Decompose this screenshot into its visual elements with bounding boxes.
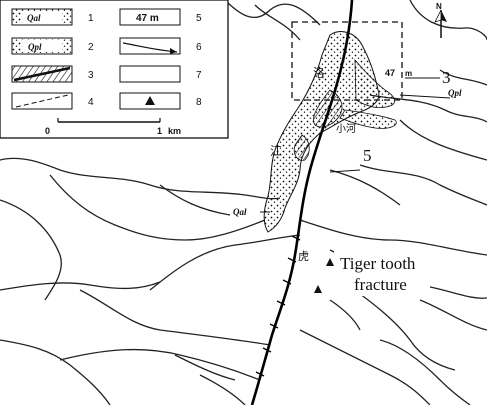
- legend-item-7: 7: [119, 65, 202, 83]
- tiger-tooth-label-line2: fracture: [354, 275, 407, 294]
- label-elev-m: m: [405, 69, 412, 78]
- legend-item-1: Qal 1: [11, 8, 94, 26]
- scale-unit: km: [168, 126, 181, 136]
- study-area-dashed-box: [291, 21, 403, 101]
- legend-symbol-qal: Qal: [27, 13, 41, 23]
- qal-deposit-belt: [263, 31, 397, 233]
- label-elev-47: 47: [385, 68, 395, 78]
- annotation-bg: [334, 250, 430, 296]
- leader-lines: [260, 77, 451, 213]
- legend-symbol-elev: 47 m: [136, 13, 159, 24]
- legend-num-1: 1: [88, 13, 94, 24]
- label-qal: Qal: [233, 207, 247, 217]
- legend-symbol-qpl: Qpl: [28, 42, 42, 52]
- label-hu: 虎: [298, 250, 309, 263]
- legend-item-6: 6: [119, 37, 202, 55]
- fault-ticks: [255, 235, 301, 377]
- legend-num-7: 7: [196, 70, 202, 81]
- label-qpl: Qpl: [448, 88, 462, 98]
- label-5: 5: [363, 146, 372, 165]
- legend-item-4: 4: [11, 92, 94, 110]
- north-arrow: N: [434, 2, 447, 38]
- label-3: 3: [442, 68, 451, 87]
- legend-item-8: 8: [119, 92, 202, 110]
- legend-num-3: 3: [88, 70, 94, 81]
- label-xiaohe: 小河: [336, 123, 356, 135]
- legend-item-2: Qpl 2: [11, 37, 94, 55]
- legend-num-6: 6: [196, 42, 202, 53]
- legend-num-4: 4: [88, 97, 94, 108]
- tiger-tooth-label-line1: Tiger tooth: [340, 254, 416, 273]
- legend-item-5: 47 m 5: [119, 8, 202, 26]
- north-label: N: [436, 2, 442, 11]
- terrace-markers: [314, 258, 334, 293]
- legend-item-3: 3: [11, 65, 94, 83]
- legend: Qal 1 Qpl 2 3 4 47 m 5: [0, 0, 229, 139]
- tiger-tooth-fault-line: [250, 0, 354, 405]
- label-jiang: 江: [270, 144, 282, 158]
- legend-num-2: 2: [88, 42, 94, 53]
- fault-zone-hatched: [293, 89, 343, 161]
- label-luo: 洛: [313, 65, 325, 80]
- legend-num-8: 8: [196, 97, 202, 108]
- scale-zero: 0: [45, 126, 50, 136]
- legend-num-5: 5: [196, 13, 202, 24]
- scale-one: 1: [157, 126, 162, 136]
- scale-bar: 0 1 km: [45, 118, 181, 136]
